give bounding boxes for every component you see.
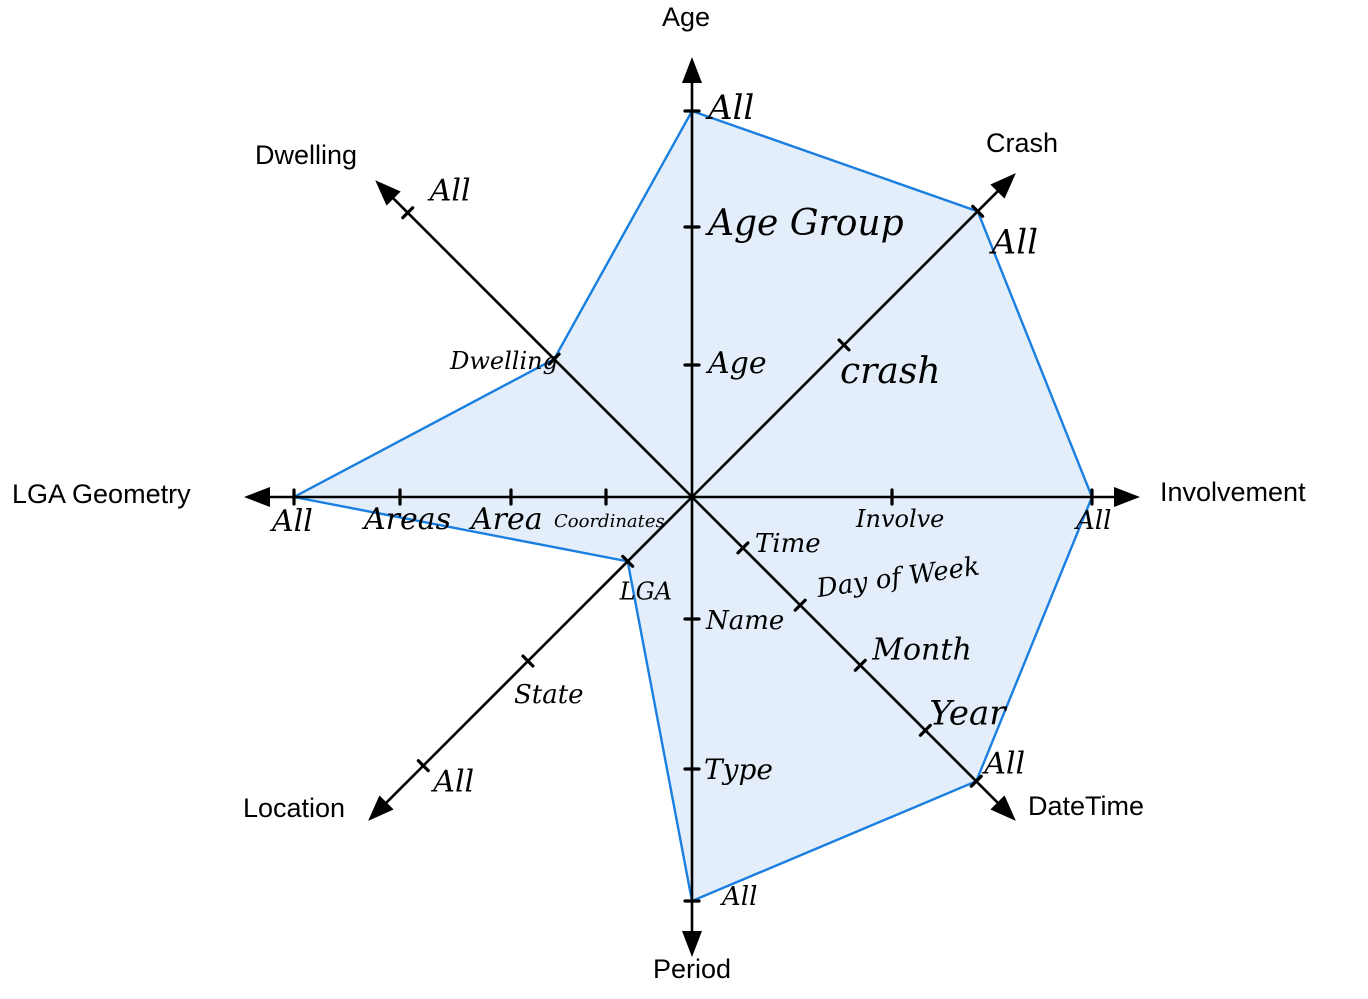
arrow-head-age — [682, 57, 702, 83]
level-label-location-all: All — [430, 765, 474, 800]
tick-datetime-month — [853, 658, 867, 672]
tick-dwelling-dwelling — [547, 352, 561, 366]
dimension-label-datetime: DateTime — [1028, 791, 1144, 821]
level-label-crash-crash: crash — [840, 351, 941, 392]
tick-datetime-year — [918, 723, 932, 737]
tick-location-lga — [621, 554, 635, 568]
axis-line-location — [374, 496, 693, 815]
arrow-head-lga-geometry — [244, 487, 270, 507]
arrow-head-dwelling — [375, 180, 401, 206]
level-label-datetime-time: Time — [755, 529, 821, 559]
level-label-datetime-all: All — [981, 746, 1025, 781]
level-label-age-all: All — [705, 88, 754, 128]
level-label-period-type: Type — [704, 753, 773, 786]
axis-line-datetime — [691, 496, 1010, 815]
level-label-involvement-involve: Involve — [855, 505, 944, 533]
tick-location-all — [416, 759, 430, 773]
level-label-crash-all: All — [989, 222, 1038, 262]
dimension-label-location: Location — [243, 793, 345, 823]
level-label-age-age: Age — [705, 346, 767, 381]
level-label-lga-geometry-all: All — [269, 504, 313, 539]
tick-datetime-time — [736, 541, 750, 555]
dimension-label-age: Age — [662, 2, 710, 32]
level-label-datetime-month: Month — [871, 632, 971, 667]
level-label-location-lga: LGA — [619, 577, 672, 605]
tick-crash-all — [971, 204, 985, 218]
level-label-age-age-group: Age Group — [705, 203, 904, 244]
arrow-head-period — [682, 931, 702, 957]
dimension-label-crash: Crash — [986, 128, 1058, 158]
arrow-head-crash — [990, 173, 1016, 199]
dimension-label-dwelling: Dwelling — [255, 140, 357, 170]
dimension-label-lga-geometry: LGA Geometry — [12, 479, 191, 509]
level-label-period-name: Name — [705, 606, 784, 636]
level-label-location-state: State — [514, 680, 584, 710]
axis-line-dwelling — [381, 186, 693, 498]
level-label-datetime-year: Year — [929, 693, 1007, 733]
level-label-dwelling-all: All — [427, 174, 471, 209]
tick-crash-crash — [837, 338, 851, 352]
level-label-period-all: All — [720, 882, 757, 912]
tick-location-state — [521, 654, 535, 668]
tick-dwelling-all — [401, 206, 415, 220]
level-label-dwelling-dwelling: Dwelling — [449, 347, 558, 375]
arrow-head-datetime — [990, 795, 1016, 821]
level-label-involvement-all: All — [1074, 506, 1111, 536]
dimension-label-period: Period — [653, 954, 731, 984]
tick-datetime-all — [969, 774, 983, 788]
level-label-lga-geometry-area: Area — [468, 502, 543, 537]
level-label-lga-geometry-coordinates: Coordinates — [554, 511, 665, 532]
tick-datetime-day-of-week — [793, 598, 807, 612]
level-label-lga-geometry-areas: Areas — [361, 502, 451, 537]
arrow-head-location — [368, 795, 394, 821]
arrow-head-involvement — [1114, 487, 1140, 507]
axis-line-crash — [691, 179, 1010, 498]
dimension-label-involvement: Involvement — [1160, 477, 1306, 507]
axes-layer — [244, 57, 1140, 957]
